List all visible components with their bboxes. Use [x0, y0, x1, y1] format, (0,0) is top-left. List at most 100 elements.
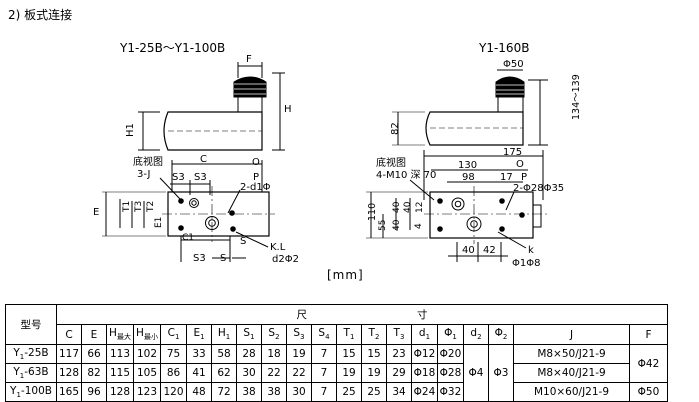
table-cell: 117: [56, 344, 82, 364]
table-cell: 19: [286, 344, 312, 364]
table-cell: 48: [186, 382, 212, 402]
model-cell: Y1-100B: [5, 382, 57, 402]
svg-text:T2: T2: [146, 201, 156, 213]
svg-text:S: S: [220, 253, 226, 264]
column-header: J: [513, 324, 630, 345]
table-cell: 102: [133, 344, 161, 364]
table-cell: 7: [311, 382, 337, 402]
svg-text:98: 98: [462, 172, 475, 183]
table-cell: 22: [286, 363, 312, 383]
svg-text:130: 130: [458, 160, 477, 171]
table-cell: Φ3: [488, 344, 514, 402]
column-header: Φ2: [488, 324, 514, 345]
svg-text:S3: S3: [194, 172, 207, 183]
svg-text:2-d1Φ: 2-d1Φ: [240, 182, 271, 193]
column-header: T1: [336, 324, 362, 345]
table-cell: Φ32: [437, 382, 464, 402]
svg-text:42: 42: [483, 245, 496, 256]
column-header: S2: [261, 324, 287, 345]
table-cell: Φ12: [411, 344, 438, 364]
svg-text:底视图: 底视图: [376, 156, 406, 169]
table-cell: 34: [386, 382, 412, 402]
table-cell: 113: [106, 344, 134, 364]
table-cell: 62: [211, 363, 237, 383]
svg-text:E1: E1: [154, 217, 164, 228]
table-cell: 28: [236, 344, 262, 364]
svg-text:12: 12: [415, 202, 425, 213]
column-header: E1: [186, 324, 212, 345]
svg-text:H: H: [284, 104, 292, 115]
table-cell: 23: [386, 344, 412, 364]
table-cell: 86: [160, 363, 187, 383]
table-cell: 123: [133, 382, 161, 402]
table-cell: 165: [56, 382, 82, 402]
column-header: Φ1: [437, 324, 464, 345]
svg-text:134～139: 134～139: [571, 74, 582, 120]
svg-text:Φ50: Φ50: [503, 59, 524, 70]
svg-text:40: 40: [392, 201, 402, 213]
svg-text:P: P: [253, 172, 259, 183]
svg-text:175: 175: [503, 147, 522, 158]
column-header: S3: [286, 324, 312, 345]
model-header: 型号: [5, 304, 57, 345]
table-cell: 33: [186, 344, 212, 364]
right-bottom-view: 底视图 4-M10 深 70 130 O 98 17 P 2-Φ28Φ35 11…: [366, 156, 564, 269]
table-cell: 19: [336, 363, 362, 383]
table-cell: 96: [81, 382, 107, 402]
svg-text:T1: T1: [122, 201, 132, 213]
svg-text:C1: C1: [182, 233, 194, 243]
table-cell: 19: [361, 363, 387, 383]
table-cell: Φ42: [629, 344, 668, 383]
table-cell: 75: [160, 344, 187, 364]
table-cell: 7: [311, 363, 337, 383]
svg-text:S3: S3: [172, 172, 185, 183]
unit-label: [mm]: [327, 268, 364, 282]
table-cell: Φ50: [629, 382, 668, 402]
section-heading: 2) 板式连接: [8, 8, 73, 22]
svg-text:d2Φ2: d2Φ2: [272, 254, 299, 265]
left-drawing-title: Y1-25B～Y1-100B: [119, 41, 225, 55]
column-header: T2: [361, 324, 387, 345]
svg-text:C: C: [200, 154, 207, 165]
svg-text:2-Φ28Φ35: 2-Φ28Φ35: [513, 183, 564, 194]
table-cell: 30: [286, 382, 312, 402]
table-cell: Φ18: [411, 363, 438, 383]
table-cell: 15: [336, 344, 362, 364]
table-cell: 105: [133, 363, 161, 383]
svg-text:P: P: [521, 172, 527, 183]
svg-text:3-J: 3-J: [137, 169, 150, 180]
table-cell: 120: [160, 382, 187, 402]
column-header: C1: [160, 324, 187, 345]
column-header: H最小: [133, 324, 161, 345]
column-header: S4: [311, 324, 337, 345]
column-header: F: [629, 324, 668, 345]
column-header: S1: [236, 324, 262, 345]
svg-text:40: 40: [403, 201, 413, 213]
table-cell: Φ24: [411, 382, 438, 402]
left-side-view: Y1-25B～Y1-100B F H H1: [119, 41, 292, 151]
dimension-header: 尺寸: [56, 304, 668, 325]
table-cell: 25: [361, 382, 387, 402]
svg-text:82: 82: [390, 122, 401, 135]
column-header: d1: [411, 324, 438, 345]
table-cell: 128: [56, 363, 82, 383]
svg-text:F: F: [246, 54, 252, 65]
right-side-view: Y1-160B Φ50 134～139 82 175: [390, 41, 582, 200]
svg-text:4-M10 深 70: 4-M10 深 70: [376, 169, 436, 181]
table-cell: M8×40/J21-9: [513, 363, 630, 383]
table-cell: 30: [236, 363, 262, 383]
svg-text:底视图: 底视图: [133, 155, 163, 168]
table-cell: 29: [386, 363, 412, 383]
table-cell: 128: [106, 382, 134, 402]
svg-text:O: O: [516, 159, 524, 170]
table-cell: M8×50/J21-9: [513, 344, 630, 364]
svg-text:55: 55: [378, 220, 388, 231]
left-bottom-view: C O 底视图 3-J S3 S3 P 2-d1Φ E T1 T3 T2: [93, 154, 299, 265]
table-cell: 66: [81, 344, 107, 364]
table-cell: 25: [336, 382, 362, 402]
table-cell: 38: [236, 382, 262, 402]
